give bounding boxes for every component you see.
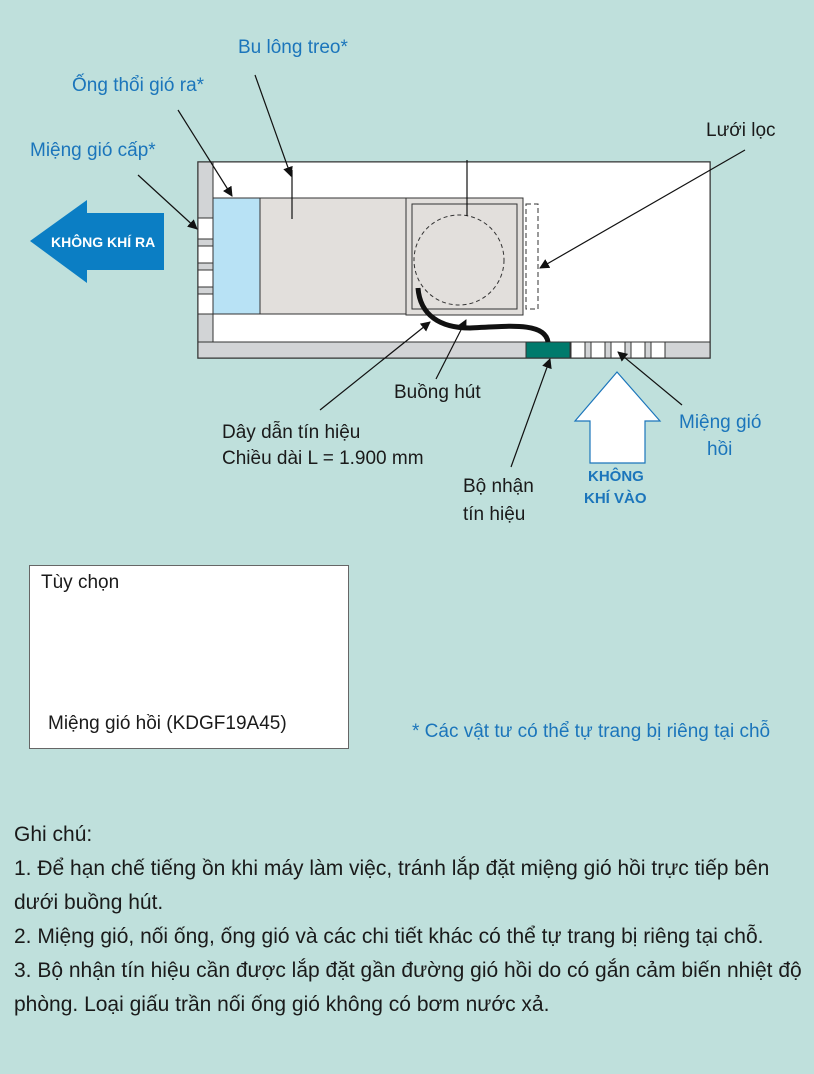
- label-return-grille-2: hồi: [707, 439, 733, 460]
- return-grille-slots: [570, 341, 666, 359]
- note-3: 3. Bộ nhận tín hiệu cần được lắp đặt gần…: [14, 959, 802, 1016]
- air-in-arrow: [573, 371, 662, 464]
- label-filter: Lưới lọc: [706, 120, 776, 141]
- label-wire-length: Chiều dài L = 1.900 mm: [222, 448, 424, 469]
- option-title: Tùy chọn: [41, 572, 120, 593]
- label-receiver-1: Bộ nhận: [463, 476, 534, 497]
- notes-section: Ghi chú: 1. Để hạn chế tiếng ồn khi máy …: [14, 818, 804, 1022]
- label-suction-chamber: Buồng hút: [394, 382, 481, 403]
- label-air-out: KHÔNG KHÍ RA: [51, 234, 156, 250]
- label-return-grille-1: Miệng gió: [679, 412, 762, 433]
- note-2: 2. Miệng gió, nối ống, ống gió và các ch…: [14, 925, 764, 948]
- label-air-in-1: KHÔNG: [588, 468, 644, 485]
- leader-lines: [137, 74, 746, 468]
- signal-receiver: [525, 341, 571, 359]
- outlet-duct: [212, 197, 261, 315]
- unit-body: [259, 197, 407, 315]
- air-out-arrow: [30, 200, 164, 283]
- label-outlet-duct: Ống thổi gió ra*: [72, 75, 205, 96]
- signal-cable: [415, 287, 551, 343]
- label-receiver-2: tín hiệu: [463, 504, 526, 525]
- fan-chamber: [405, 197, 524, 316]
- label-air-in-2: KHÍ VÀO: [584, 490, 647, 507]
- note-1: 1. Để hạn chế tiếng ồn khi máy làm việc,…: [14, 857, 770, 914]
- filter-dashed: [525, 203, 539, 310]
- label-signal-wire: Dây dẫn tín hiệu: [222, 422, 361, 443]
- option-caption: Miệng gió hồi (KDGF19A45): [48, 713, 287, 734]
- footnote: * Các vật tư có thể tự trang bị riêng tạ…: [412, 721, 771, 742]
- label-hanging-bolt: Bu lông treo*: [238, 37, 348, 58]
- label-supply-grille: Miệng gió cấp*: [30, 140, 156, 161]
- option-box: [29, 565, 349, 749]
- notes-title: Ghi chú:: [14, 823, 93, 846]
